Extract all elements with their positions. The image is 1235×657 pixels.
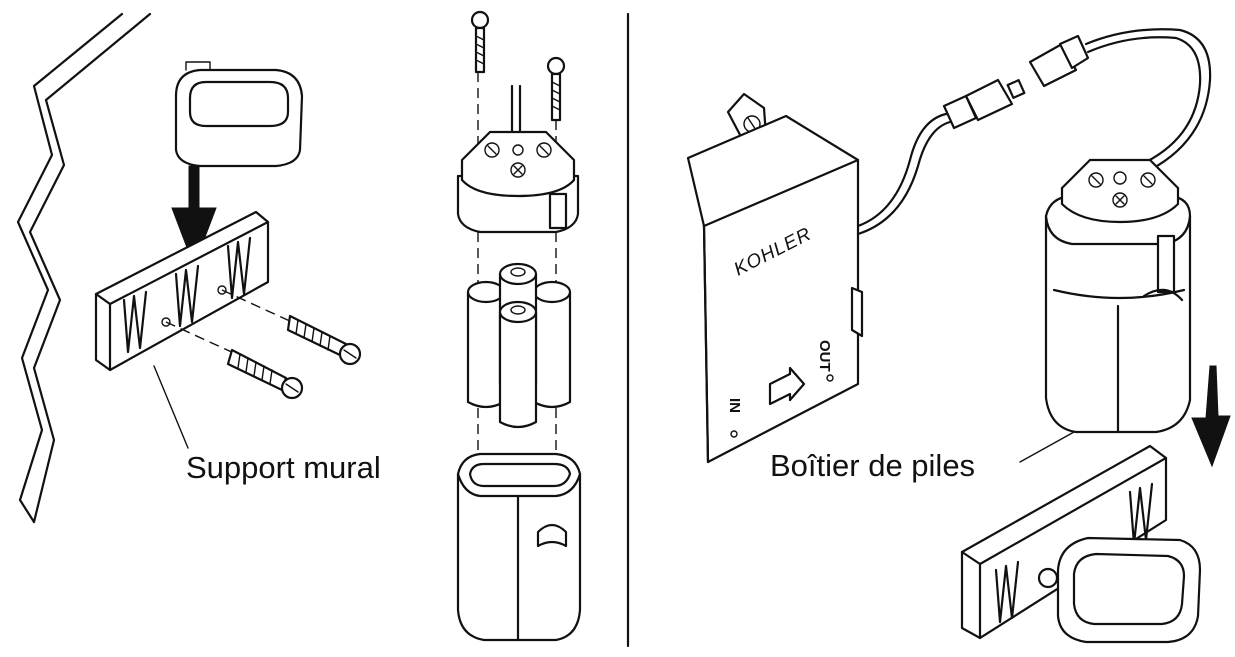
battery-box-assembled <box>1044 158 1192 434</box>
port-in-label: IN <box>726 398 743 413</box>
wall-bracket-label: Support mural <box>186 450 381 485</box>
battery-housing <box>456 452 582 642</box>
battery-cap <box>456 84 580 234</box>
ring-collar <box>174 61 304 168</box>
control-module <box>686 92 864 464</box>
wall-bracket <box>94 210 270 372</box>
battery-box-leader-line <box>1019 431 1075 463</box>
port-out-label: OUT <box>816 340 833 372</box>
long-screw-left <box>470 10 490 74</box>
screw-upper <box>221 289 362 366</box>
battery-box-label: Boîtier de piles <box>770 448 975 483</box>
wall-bracket-with-ring <box>960 444 1202 644</box>
screw-lower <box>165 321 304 400</box>
long-screw-right <box>546 56 566 122</box>
bracket-leader-line <box>153 365 189 449</box>
wall-edge <box>16 12 152 524</box>
battery-cells <box>466 262 572 429</box>
down-arrow-right-icon <box>1191 365 1231 468</box>
